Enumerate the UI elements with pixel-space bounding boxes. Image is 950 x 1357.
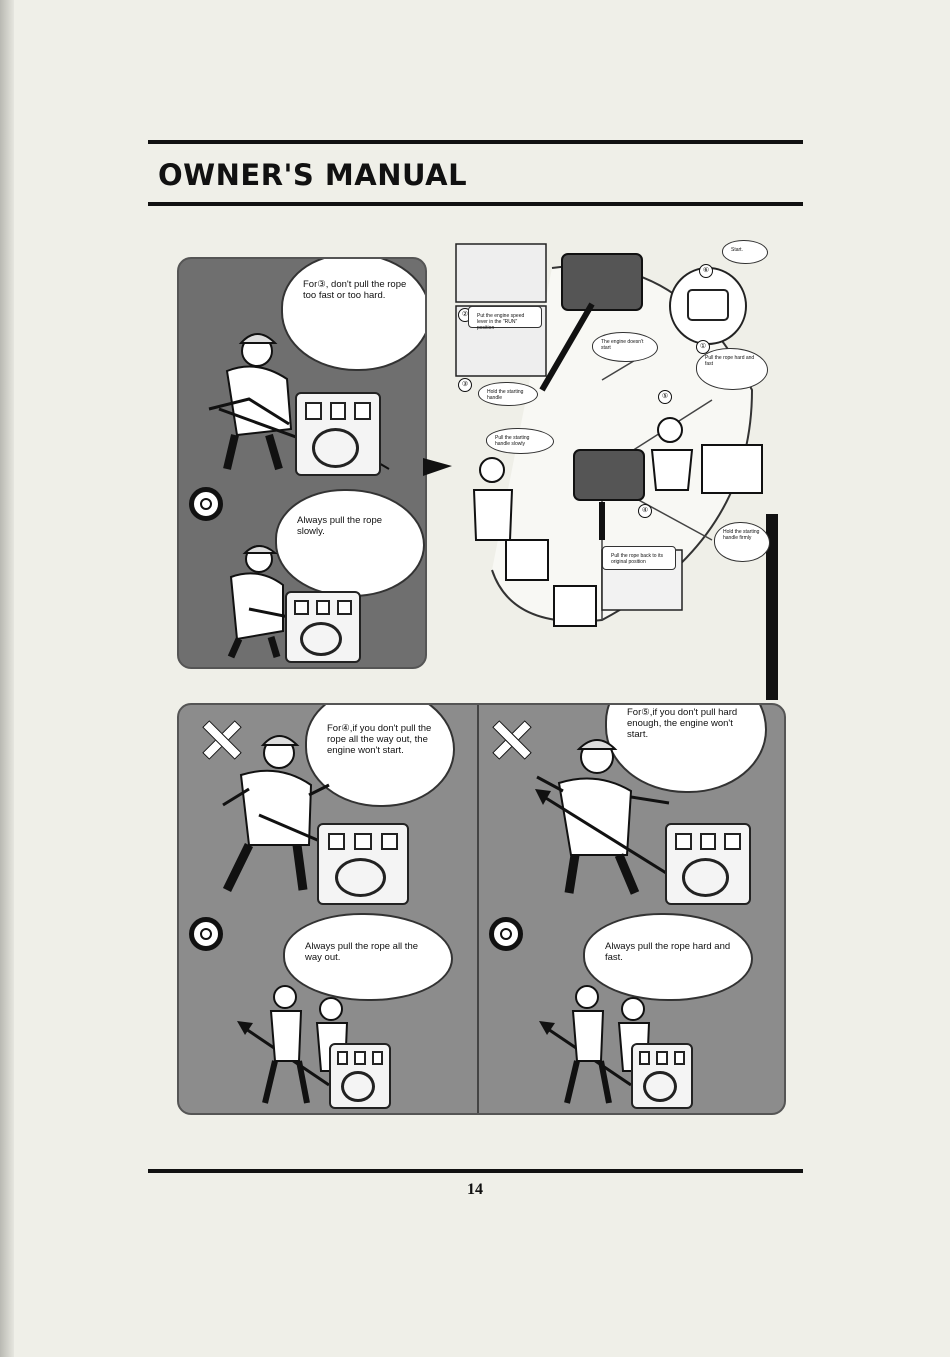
note-hold-handle: Hold the starting handle [478,382,538,406]
note-no-start: The engine doesn't start [592,332,658,362]
step-number-5: ⑤ [658,390,672,404]
worker-weak-pull-illustration [535,739,680,895]
page-title: OWNER'S MANUAL [158,158,468,192]
speech-bubble-wrong: For④,if you don't pull the rope all the … [305,705,455,807]
speech-bubble-wrong: For③, don't pull the rope too fast or to… [281,259,425,371]
header-rule-top [148,140,803,144]
correct-mark-icon [189,917,223,951]
bubble-text: Always pull the rope hard and fast. [605,941,731,963]
generator-engine [665,823,751,905]
header-rule-bottom [148,202,803,206]
generator-engine [329,1043,391,1109]
panel-divider [477,705,479,1113]
worker-pulling-fast-illustration [208,333,390,471]
speech-bubble-right: Always pull the rope slowly. [275,489,425,597]
step-number-4: ④ [638,504,652,518]
generator-engine [285,591,361,663]
step-number-0: ① [696,340,710,354]
starting-procedure-diagram: ⑥ ② ③ ④ ⑤ ① Start. Put the engine speed … [452,240,772,640]
generator-engine [631,1043,693,1109]
bubble-text: For④,if you don't pull the rope all the … [327,723,432,756]
bubble-text: For③, don't pull the rope too fast or to… [303,279,407,301]
worker-hard-pull-illustration [539,985,651,1104]
generator-engine [317,823,409,905]
note-pull-slowly: Pull the starting handle slowly [486,428,554,454]
worker-pulling-slowly-illustration [227,545,300,659]
generator-engine [295,392,381,476]
bubble-text: Always pull the rope all the way out. [305,941,419,963]
step-number-1: ⑥ [699,264,713,278]
step-number-3: ③ [458,378,472,392]
speech-bubble-right: Always pull the rope all the way out. [283,913,453,1001]
panel-pull-technique: For④,if you don't pull the rope all the … [177,703,786,1115]
correct-mark-icon [189,487,223,521]
page-number: 14 [467,1181,483,1198]
worker-partial-pull-illustration [222,735,330,892]
note-hold-firmly: Hold the starting handle firmly [714,522,770,562]
panel-pull-slowly: For③, don't pull the rope too fast or to… [177,257,427,669]
book-spine-shadow [0,0,14,1357]
footer-rule [148,1169,803,1173]
bubble-text: Always pull the rope slowly. [297,515,383,537]
note-pull-hard: Pull the rope hard and fast [696,348,768,390]
note-start: Start. [722,240,768,264]
procedure-diagram-artwork [455,243,763,627]
note-return-rope: Pull the rope back to its original posit… [602,546,676,570]
note-speed-lever: Put the engine speed lever in the "RUN" … [468,306,542,331]
correct-mark-icon [489,917,523,951]
speech-bubble-right: Always pull the rope hard and fast. [583,913,753,1001]
bubble-text: For⑤,if you don't pull hard enough, the … [627,707,738,740]
